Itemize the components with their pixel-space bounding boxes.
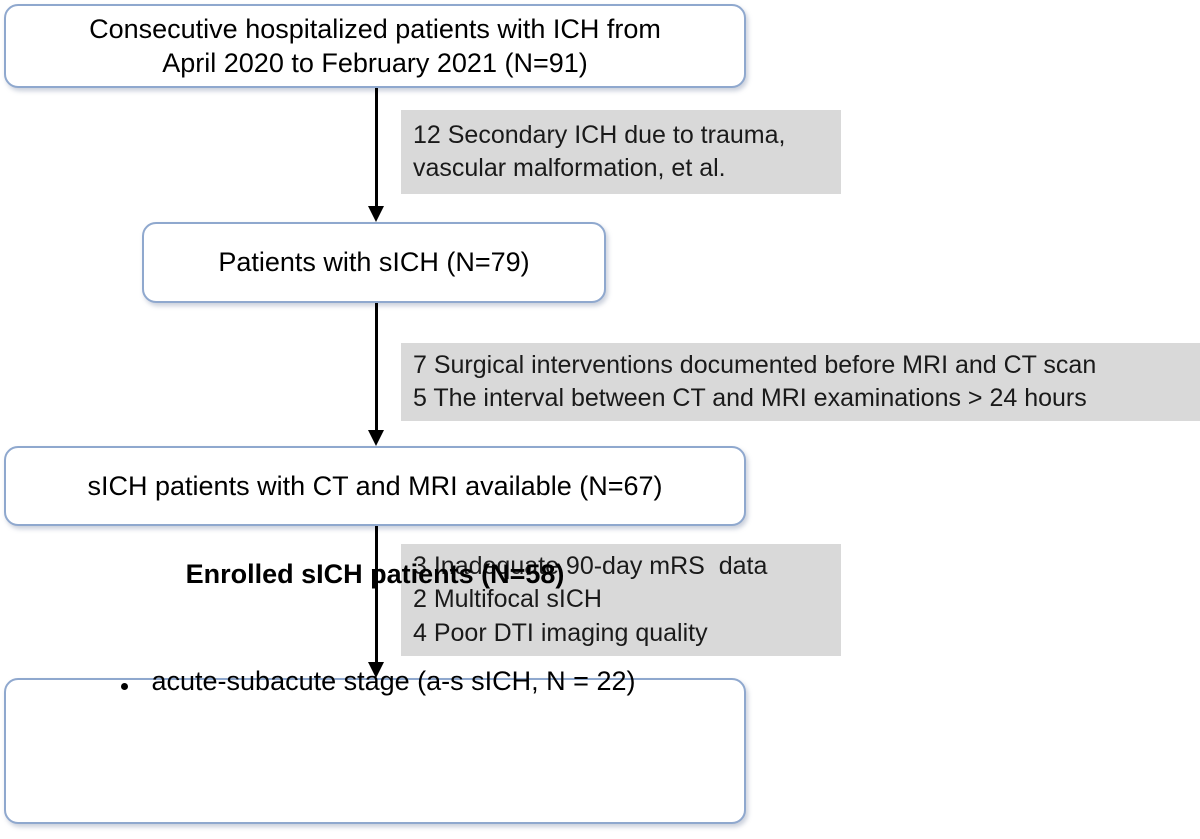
bullet-row: acute-subacute stage (a-s sICH, N = 22) xyxy=(120,664,636,699)
node-enrolled-bullet-1: acute-subacute stage (a-s sICH, N = 22) xyxy=(115,594,636,769)
exclusion-1-line-2: vascular malformation, et al. xyxy=(413,154,726,182)
bullet-dot-icon xyxy=(120,683,128,691)
node-patients-sich-line-1: Patients with sICH (N=79) xyxy=(218,247,530,278)
node-consecutive-patients: Consecutive hospitalized patients with I… xyxy=(4,4,746,88)
arrowhead-icon xyxy=(368,430,384,446)
node-consecutive-patients-line-2: April 2020 to February 2021 (N=91) xyxy=(162,48,588,78)
node-sich-ct-mri-line-1: sICH patients with CT and MRI available … xyxy=(87,470,663,501)
exclusion-2-line-1: 7 Surgical interventions documented befo… xyxy=(413,350,1097,379)
node-enrolled-bullet-1-label: acute-subacute stage (a-s sICH, N = 22) xyxy=(151,666,636,697)
arrowhead-icon xyxy=(368,206,384,222)
node-enrolled-sich: Enrolled sICH patients (N=58) acute-suba… xyxy=(4,559,746,824)
arrowhead-icon xyxy=(368,662,384,678)
exclusion-3-line-2: 2 Multifocal sICH xyxy=(413,585,602,614)
node-enrolled-title: Enrolled sICH patients (N=58) xyxy=(185,558,565,589)
node-sich-ct-mri: sICH patients with CT and MRI available … xyxy=(4,446,746,526)
node-patients-sich: Patients with sICH (N=79) xyxy=(142,222,606,303)
node-consecutive-patients-line-1: Consecutive hospitalized patients with I… xyxy=(89,13,661,44)
exclusion-3-line-1: 3 Inadequate 90-day mRS data xyxy=(413,551,768,580)
exclusion-1-line-1: 12 Secondary ICH due to trauma, xyxy=(413,120,786,149)
exclusion-box-2: 7 Surgical interventions documented befo… xyxy=(401,343,1200,421)
arrow-shaft xyxy=(374,88,378,206)
arrow-shaft xyxy=(374,303,378,430)
node-enrolled-bullet-2: chronic stage (c sICH, N = 36) xyxy=(130,770,619,839)
exclusion-box-3: 3 Inadequate 90-day mRS data 2 Multifoca… xyxy=(401,544,841,656)
exclusion-3-line-3: 4 Poor DTI imaging quality xyxy=(413,618,708,647)
arrow-shaft xyxy=(374,526,378,662)
exclusion-2-line-2: 5 The interval between CT and MRI examin… xyxy=(413,384,1087,412)
exclusion-box-1: 12 Secondary ICH due to trauma, vascular… xyxy=(401,110,841,194)
